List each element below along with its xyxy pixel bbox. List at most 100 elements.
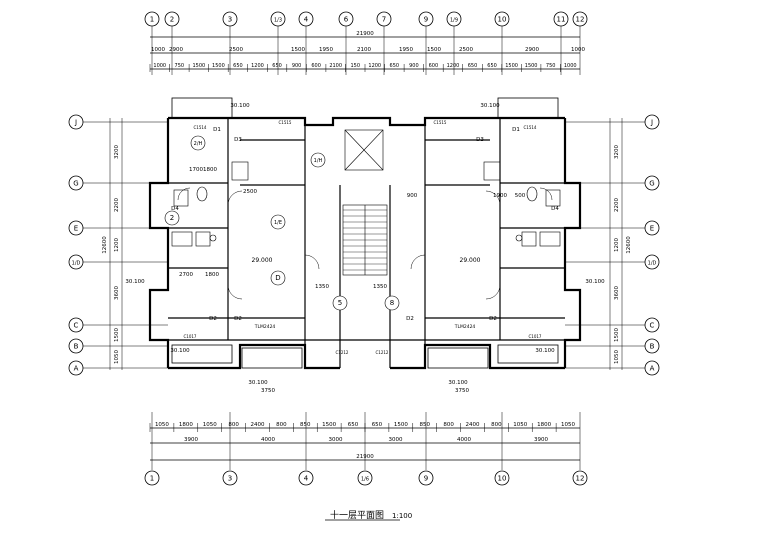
top-axis-bubble-label: 11 xyxy=(557,16,566,24)
inner-axis-label: 2 xyxy=(170,214,174,222)
bottom-dim-text: 850 xyxy=(419,422,430,428)
inner-axis-label: 1/H xyxy=(314,158,323,164)
bottom-axis-bubble-label: 3 xyxy=(228,475,232,483)
right-axis-bubble xyxy=(644,175,660,191)
stairwell xyxy=(342,129,388,276)
door-tag: D4 xyxy=(171,206,179,212)
bottom-axis-bubble xyxy=(144,470,160,486)
top-total-dim: 21900 xyxy=(356,31,374,37)
right-axis-bubble-label: G xyxy=(649,180,654,188)
door-tag: D2 xyxy=(406,316,414,322)
bottom-axis-bubble-label: 1/6 xyxy=(361,477,369,483)
elevation-label: 30.100 xyxy=(170,348,190,354)
top-dim-text-2: 2100 xyxy=(329,63,342,69)
top-dim-text-2: 1200 xyxy=(251,63,264,69)
right-axis-bubble xyxy=(644,220,660,236)
inner-dim-text: 1700 xyxy=(189,167,203,173)
right-dim-text: 1500 xyxy=(614,328,620,342)
bottom-dim-text: 800 xyxy=(276,422,287,428)
top-dim-text: 2100 xyxy=(357,47,371,53)
inner-axis-bubble xyxy=(270,270,286,286)
bottom-dim-text: 800 xyxy=(491,422,502,428)
top-axis-bubble-label: 1/9 xyxy=(450,18,458,24)
door-swings xyxy=(177,187,553,300)
bottom-axis-bubble xyxy=(298,470,314,486)
left-axis-bubble xyxy=(68,114,84,130)
right-axis-bubble-label: B xyxy=(650,343,655,351)
top-dim-text: 1950 xyxy=(319,47,333,53)
inner-axis-bubble xyxy=(270,214,286,230)
top-axis-bubble xyxy=(494,11,510,27)
bottom-axis-bubble xyxy=(572,470,588,486)
bottom-total-dim: 21900 xyxy=(356,454,374,460)
drawing-scale: 1:100 xyxy=(392,512,413,520)
left-dim-text: 1200 xyxy=(114,238,120,252)
inner-dim-text: 1800 xyxy=(203,167,217,173)
top-dim-text-2: 900 xyxy=(292,63,302,69)
bottom-dim-text: 1050 xyxy=(155,422,169,428)
door-type-tag: TLM2424 xyxy=(454,324,476,330)
right-axis-bubble-label: J xyxy=(650,119,653,127)
top-axis-bubble xyxy=(338,11,354,27)
right-axis-bubble xyxy=(644,317,660,333)
left-dim-text: 1050 xyxy=(114,350,120,364)
inner-dim-text: 1350 xyxy=(315,284,329,290)
top-dim-text: 2900 xyxy=(525,47,539,53)
top-axis-bubble-label: 3 xyxy=(228,16,232,24)
inner-axis-bubble xyxy=(190,135,206,151)
window-tag: C1514 xyxy=(194,125,207,130)
top-axis-bubble xyxy=(418,11,434,27)
right-dim-text: 3600 xyxy=(614,286,620,300)
top-axis-bubble xyxy=(572,11,588,27)
elevation-label: 30.100 xyxy=(535,348,555,354)
inner-axis-bubble xyxy=(164,210,180,226)
top-dim-text-2: 1000 xyxy=(564,63,577,69)
right-axis-bubble xyxy=(644,254,660,270)
right-axis-bubble xyxy=(644,338,660,354)
bottom-axis-bubble xyxy=(494,470,510,486)
window-tag: C1212 xyxy=(376,350,389,355)
bottom-dim-text: 1500 xyxy=(322,422,336,428)
top-axis-bubble xyxy=(446,11,462,27)
door-tag: D2 xyxy=(234,316,242,322)
right-axis-bubble-label: E xyxy=(650,225,654,233)
right-total-dim: 12600 xyxy=(626,236,632,254)
floor-level-left: 29.000 xyxy=(252,257,273,264)
bottom-dim-text: 650 xyxy=(348,422,359,428)
bottom-dim-text: 2400 xyxy=(466,422,480,428)
window-tag: C1017 xyxy=(529,334,542,339)
door-tag: D3 xyxy=(476,137,484,143)
right-dim-text: 1200 xyxy=(614,238,620,252)
door-tag: D3 xyxy=(234,137,242,143)
bottom-dim-text-2: 3900 xyxy=(184,437,198,443)
bottom-axis-bubble xyxy=(222,470,238,486)
top-axis-bubble xyxy=(376,11,392,27)
inner-dim-text: 3750 xyxy=(455,388,469,394)
left-axis-bubble xyxy=(68,220,84,236)
right-dim-text: 1050 xyxy=(614,350,620,364)
top-dim-text-2: 1500 xyxy=(192,63,205,69)
right-axis-bubble xyxy=(644,114,660,130)
elevation-label: 30.100 xyxy=(248,380,268,386)
bottom-axis-bubble-label: 12 xyxy=(576,475,585,483)
interior-walls xyxy=(168,118,565,368)
top-dim-text-2: 750 xyxy=(175,63,185,69)
window-tag: C1515 xyxy=(434,120,447,125)
top-dim-text-2: 1000 xyxy=(153,63,166,69)
left-dim-text: 3600 xyxy=(114,286,120,300)
top-axis-bubble-label: 1/3 xyxy=(274,18,282,24)
left-axis-bubble xyxy=(68,338,84,354)
top-axis-bubble xyxy=(298,11,314,27)
bottom-axis-bubble-label: 4 xyxy=(304,475,309,483)
bottom-dim-text-2: 4000 xyxy=(457,437,471,443)
top-dim-text: 1500 xyxy=(291,47,305,53)
top-axis-bubble-label: 1 xyxy=(150,16,154,24)
top-dim-text: 2900 xyxy=(169,47,183,53)
top-dim-text: 1000 xyxy=(151,47,165,53)
top-dim-text-2: 1500 xyxy=(505,63,518,69)
